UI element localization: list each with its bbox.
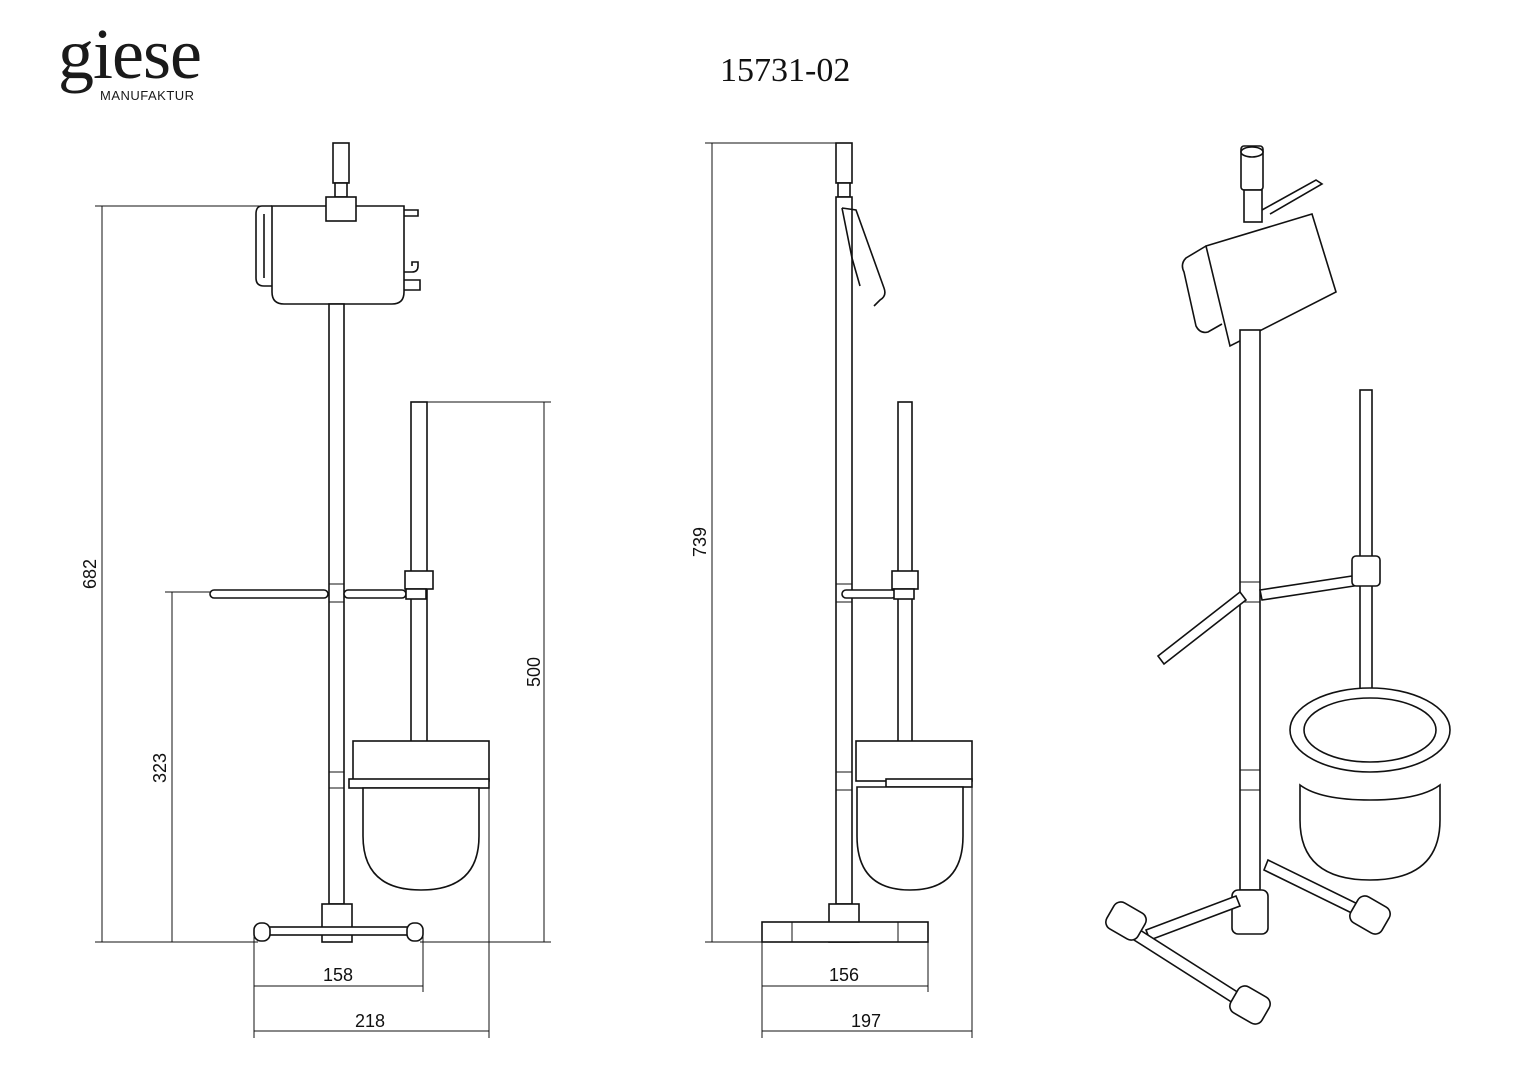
front-view	[95, 142, 551, 1038]
front-dim-arm-height: 323	[150, 753, 170, 783]
side-dim-foot-width: 156	[829, 965, 859, 985]
side-view	[705, 142, 973, 1038]
brand-logo-subtitle: MANUFAKTUR	[100, 88, 195, 103]
isometric-view	[1105, 145, 1451, 1025]
front-dim-total-height: 682	[80, 559, 100, 589]
front-dim-foot-width: 158	[323, 965, 353, 985]
front-dim-brush-height: 500	[524, 657, 544, 687]
side-dim-total-width: 197	[851, 1011, 881, 1031]
side-dim-total-height: 739	[690, 527, 710, 557]
front-dim-total-width: 218	[355, 1011, 385, 1031]
brand-logo: giese	[58, 14, 202, 94]
part-number: 15731-02	[720, 52, 851, 89]
